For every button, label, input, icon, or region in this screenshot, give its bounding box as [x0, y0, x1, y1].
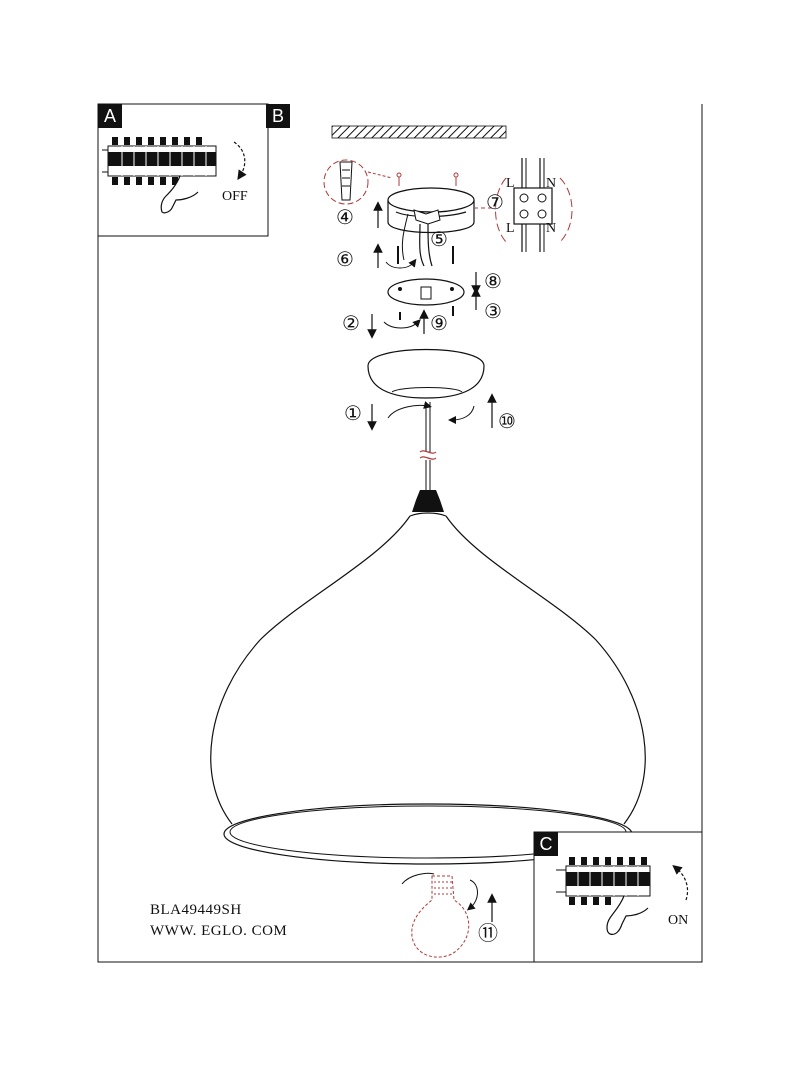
step-3-label: ③ — [484, 301, 502, 323]
canopy-fix-arrow-icon — [448, 405, 475, 424]
step-5-label: ⑤ — [430, 229, 448, 251]
step-7-label: ⑦ — [486, 192, 504, 214]
hand-icon-on — [606, 895, 649, 935]
panel-b-letter: B — [272, 106, 284, 126]
lamp-holder-icon — [412, 490, 444, 512]
wire-label-neutral-bottom: N — [546, 221, 556, 236]
switch-off-arrow-icon — [233, 141, 247, 180]
panel-c-frame — [533, 831, 703, 963]
panel-a-badge — [98, 104, 122, 128]
hand-icon-off — [160, 175, 199, 214]
model-code: BLA49449SH — [150, 902, 242, 918]
light-bulb — [401, 872, 478, 958]
canopy-rotate-arrow-icon — [387, 401, 432, 419]
step-2-label: ② — [342, 313, 360, 335]
panel-c-caption: ON — [668, 913, 688, 928]
wire-label-live-top: L — [506, 176, 515, 191]
panel-a: A OFF — [97, 103, 269, 237]
step-11-label: ⑪ — [478, 922, 498, 945]
step-6-label: ⑥ — [336, 249, 354, 271]
wiring-callout: L N L N — [474, 158, 573, 252]
step-8-label: ⑧ — [484, 271, 502, 293]
wall-plug-callout — [323, 159, 393, 205]
ceiling-hatch — [331, 125, 507, 139]
pendant-shade — [210, 512, 646, 865]
wall-plug-icon — [339, 161, 353, 201]
panel-c-badge — [534, 832, 558, 856]
grub-screws — [383, 306, 454, 329]
mounting-plate — [387, 278, 465, 306]
panel-b-badge — [266, 104, 290, 128]
direction-arrows — [367, 201, 497, 922]
light-bulb-icon — [411, 875, 470, 958]
panel-c-letter: C — [540, 834, 553, 854]
wire-label-live-bottom: L — [506, 221, 515, 236]
panel-a-letter: A — [104, 106, 116, 126]
bracket-screws — [385, 246, 454, 269]
panel-a-caption: OFF — [222, 189, 248, 204]
wire-label-neutral-top: N — [546, 176, 556, 191]
terminal-block-icon — [513, 187, 553, 225]
ceiling-screws — [396, 172, 459, 186]
page-frame — [97, 104, 703, 963]
step-4-label: ④ — [336, 207, 354, 229]
website-link[interactable]: WWW. EGLO. COM — [150, 923, 288, 939]
ceiling-canopy — [367, 348, 485, 399]
step-9-label: ⑨ — [430, 313, 448, 335]
panel-a-frame — [97, 103, 269, 237]
switch-on-arrow-icon — [672, 864, 689, 901]
breaker-bank-off — [102, 137, 217, 185]
suspension-cord — [419, 402, 437, 490]
step-1-label: ① — [344, 403, 362, 425]
panel-c: C ON — [533, 831, 703, 963]
breaker-bank-on — [556, 857, 651, 905]
step-10-label: ⑩ — [498, 411, 516, 433]
mounting-box — [387, 187, 475, 267]
